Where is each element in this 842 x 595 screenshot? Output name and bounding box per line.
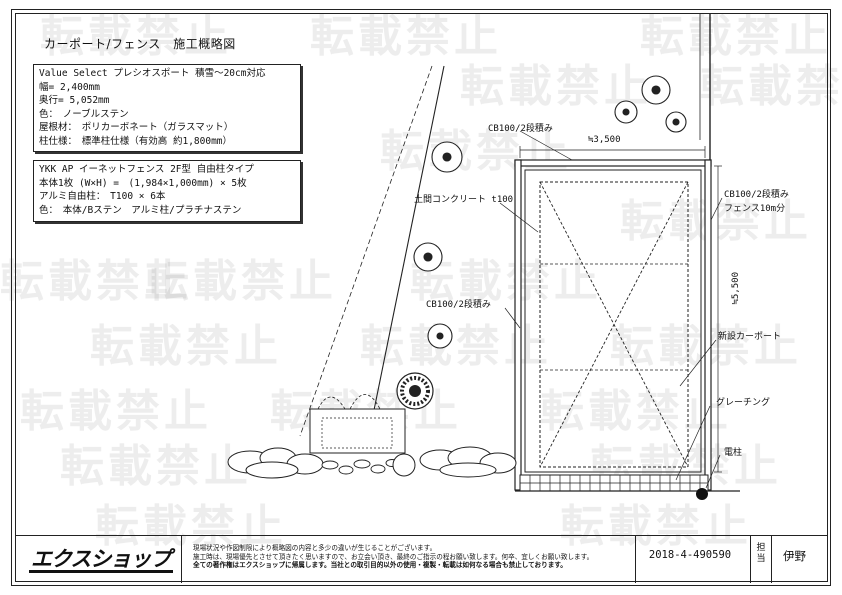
title-block: エクスショップ 現場状況や作図制限により概略図の内容と多少の違いが生じることがご…	[15, 535, 828, 583]
label-width-dimension: ≒3,500	[588, 135, 621, 145]
tree-dark	[396, 372, 434, 410]
person-in-charge-label: 担当	[756, 543, 766, 564]
carport-outline	[539, 181, 689, 468]
road-edge-line	[371, 65, 445, 421]
spec-line: 色： ノーブルステン	[39, 108, 129, 120]
label-cb-left: CB100/2段積み	[426, 300, 491, 310]
planter-box	[309, 408, 406, 454]
spec-line: 幅= 2,400mm	[39, 81, 100, 93]
tree	[665, 111, 687, 133]
block-wall-right	[704, 159, 712, 491]
tree	[614, 100, 638, 124]
spec-line: 柱仕様： 標準柱仕様（有効高 約1,800mm）	[39, 135, 233, 147]
spec-line: YKK AP イーネットフェンス 2F型 自由柱タイプ	[39, 164, 254, 175]
spec-line: アルミ自由柱： T100 × 6本	[39, 191, 166, 203]
carport-diagonal	[539, 181, 689, 468]
road-edge-dashed	[299, 65, 433, 437]
label-depth-dimension: ≒5,500	[731, 272, 741, 305]
drawing-frame-outer	[11, 9, 831, 586]
drawing-title: カーポート/フェンス 施工概略図	[44, 37, 236, 51]
logo-underline	[29, 570, 173, 573]
spec-line: 本体1枚 (W×H) = (1,984×1,000mm) × 5枚	[39, 177, 247, 189]
label-grating: グレーチング	[716, 398, 771, 408]
tree	[431, 141, 463, 173]
copyright-line: 全ての著作権はエクスショップに帰属します。当社との取引目的以外の使用・複製・転載…	[193, 561, 567, 570]
boulder	[392, 453, 416, 477]
stepping-stones	[321, 459, 399, 475]
disclaimer-line: 現場状況や作図制限により概略図の内容と多少の違いが生じることがございます。	[193, 544, 437, 552]
spec-line: 屋根材： ポリカーボネート（ガラスマット）	[39, 122, 234, 134]
grating-bars	[529, 475, 701, 491]
hedge-left	[227, 447, 324, 479]
spec-line: 色： 本体/Bステン アルミ柱/プラチナステン	[39, 204, 242, 216]
label-cb-top: CB100/2段積み	[488, 124, 553, 134]
tree	[641, 75, 671, 105]
disclaimer-line: 施工時は、現場優先とさせて頂きたく思いますので、お立会い頂き、最終のご指示の程お…	[193, 552, 594, 561]
company-logo: エクスショップ	[31, 547, 171, 571]
block-wall-top	[514, 159, 712, 167]
label-concrete: 土間コンクリート t100	[414, 195, 514, 205]
utility-pole	[696, 488, 708, 500]
spec-line: Value Select プレシオスポート 積雪～20cm対応	[39, 68, 266, 79]
label-fence-right: フェンス10m分	[724, 204, 786, 214]
tree	[413, 242, 443, 272]
hedge-right	[419, 446, 517, 478]
label-cb-right: CB100/2段積み	[724, 190, 789, 200]
label-utility-pole: 電柱	[724, 448, 743, 458]
carport-spec-box: Value Select プレシオスポート 積雪～20cm対応 幅= 2,400…	[33, 64, 301, 152]
person-in-charge-name: 伊野	[783, 549, 806, 563]
concrete-slab	[524, 169, 702, 473]
spec-line: 奥行= 5,052mm	[39, 95, 110, 107]
fence-spec-box: YKK AP イーネットフェンス 2F型 自由柱タイプ 本体1枚 (W×H) =…	[33, 160, 301, 222]
drawing-frame-inner	[15, 13, 828, 582]
tree	[427, 323, 453, 349]
drawing-number: 2018-4-490590	[648, 549, 732, 561]
label-carport: 新設カーポート	[718, 332, 782, 342]
disclaimer-notes: 現場状況や作図制限により概略図の内容と多少の違いが生じることがございます。 施工…	[193, 544, 593, 570]
